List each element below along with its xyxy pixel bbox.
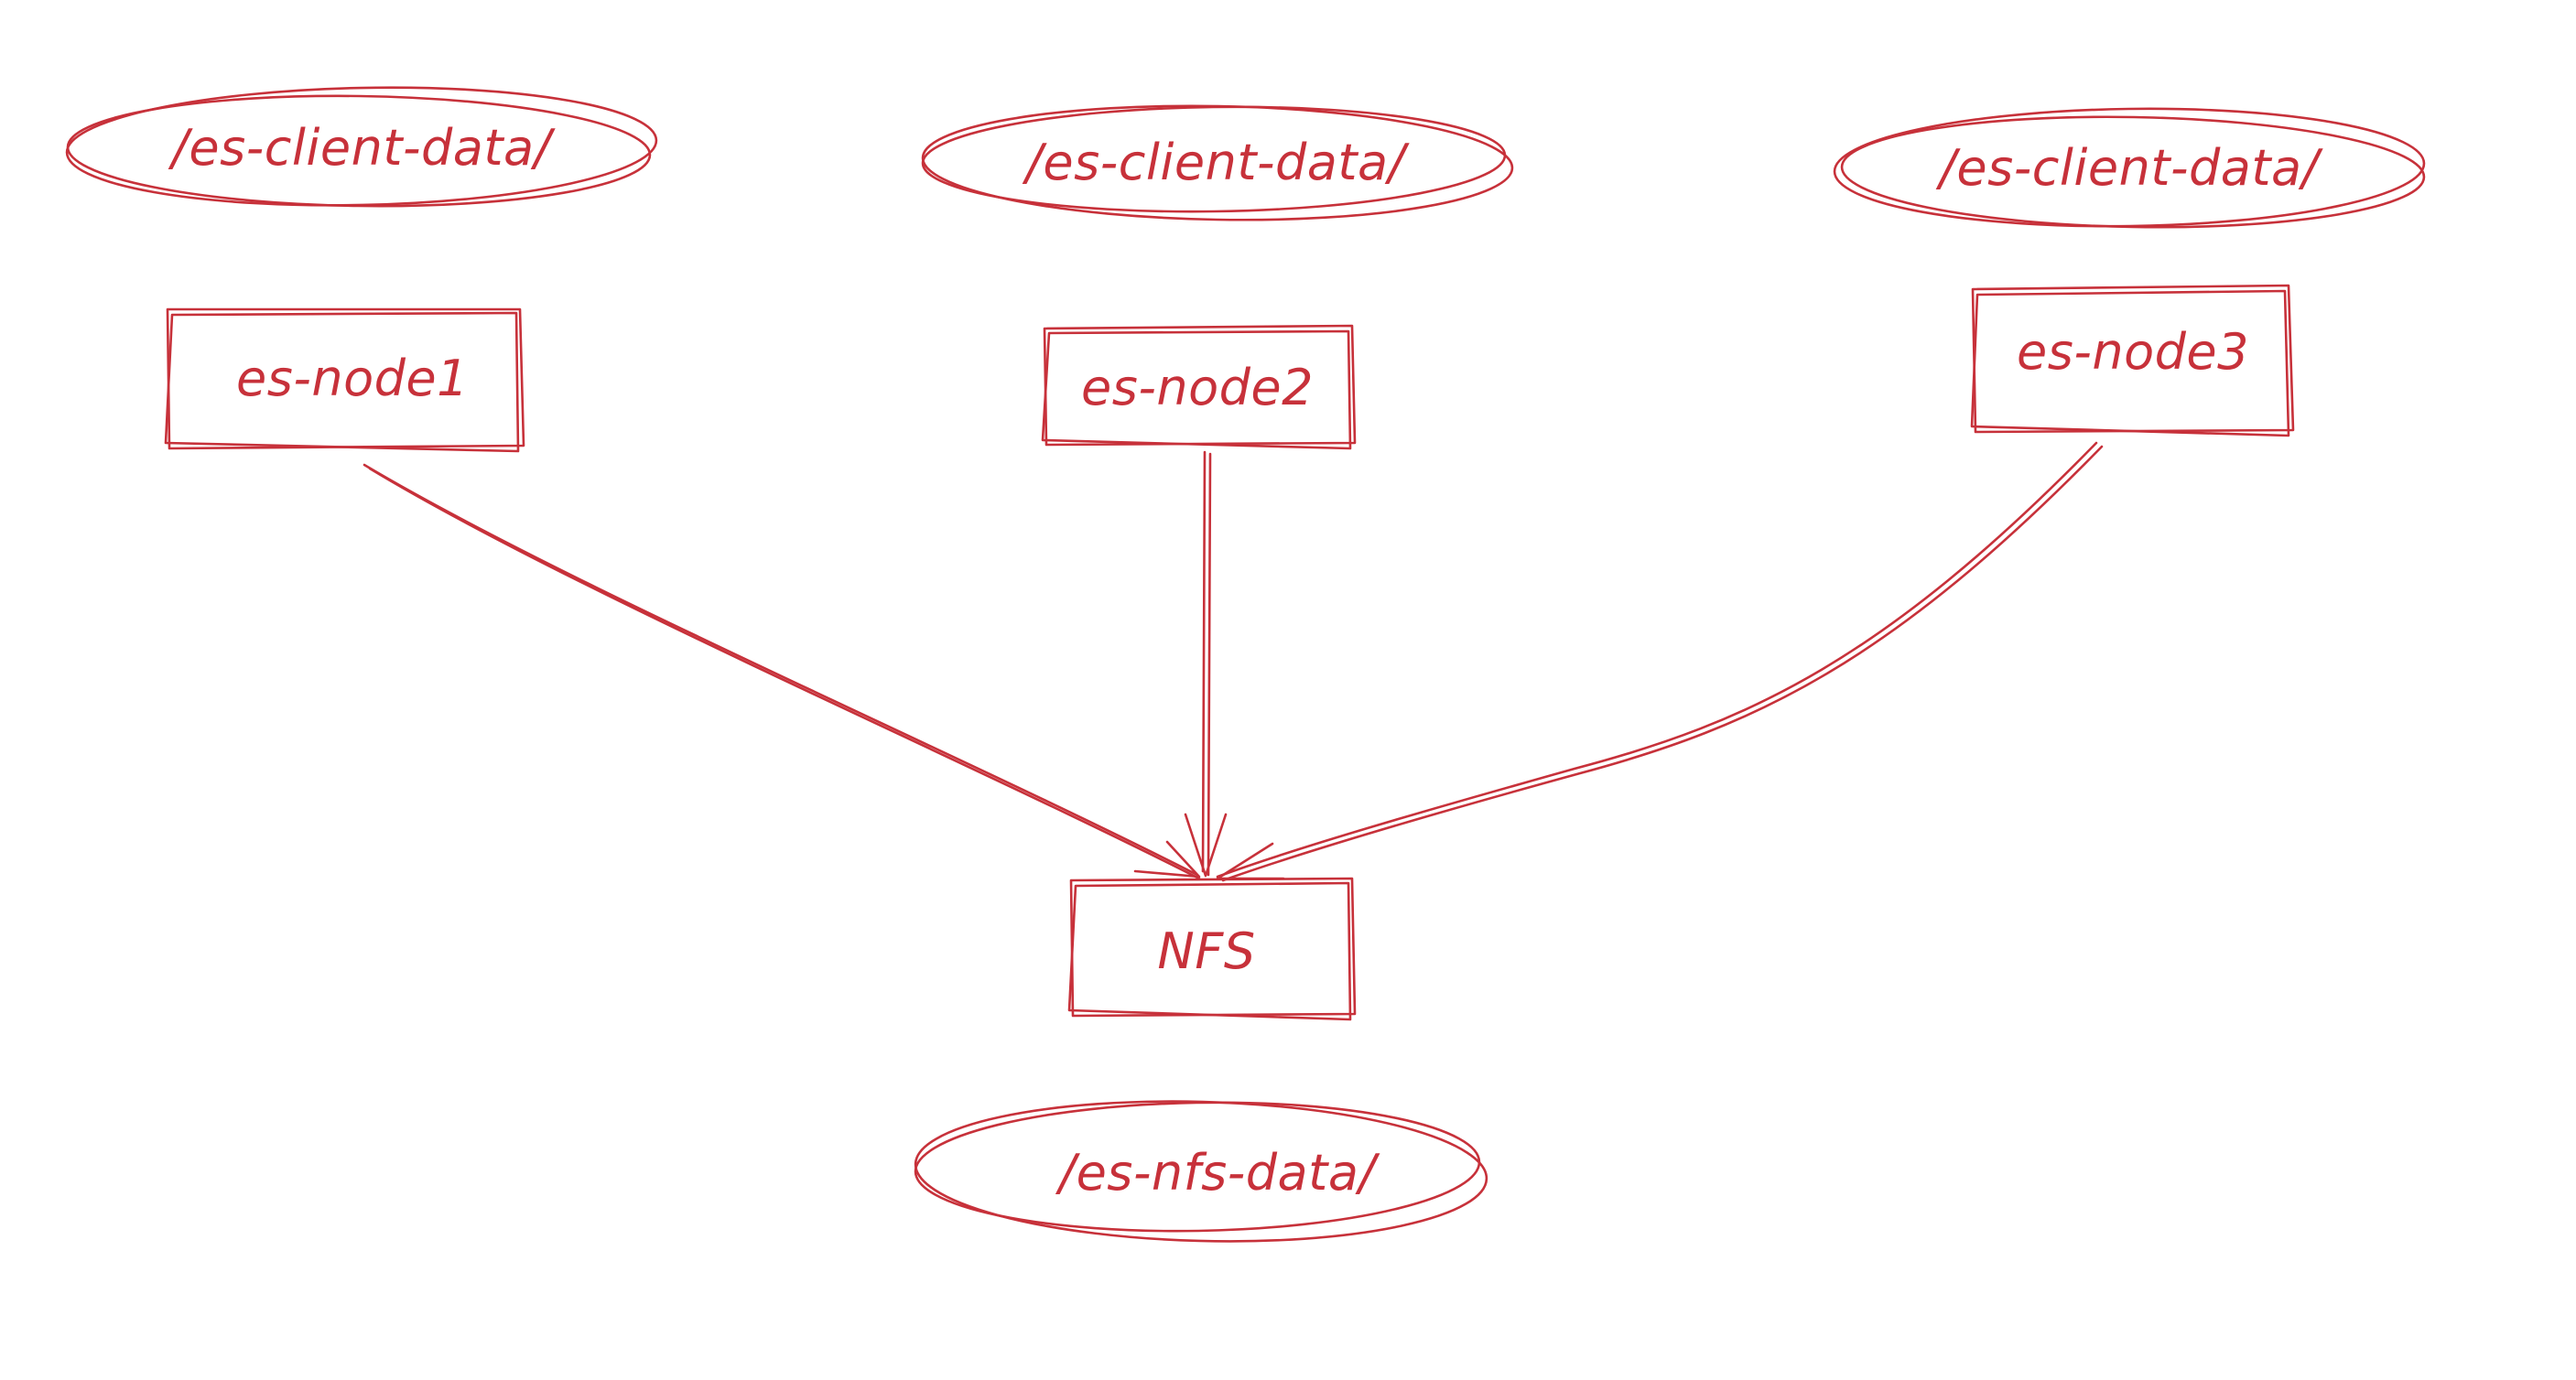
node-label-es-node2: es-node2 xyxy=(1081,359,1314,416)
node-box-es-node1[interactable]: es-node1 xyxy=(164,307,525,453)
arrow-node3-to-nfs xyxy=(1216,441,2104,882)
path-label-node2: /es-client-data/ xyxy=(1023,134,1411,191)
arrow-node2-to-nfs xyxy=(1184,450,1228,878)
path-ellipse-node2[interactable]: /es-client-data/ xyxy=(921,101,1514,224)
node-label-es-node3: es-node3 xyxy=(2017,323,2249,381)
path-ellipse-node3[interactable]: /es-client-data/ xyxy=(1833,105,2426,232)
path-ellipse-nfs[interactable]: /es-nfs-data/ xyxy=(914,1094,1488,1248)
path-label-node1: /es-client-data/ xyxy=(168,119,557,177)
node-box-nfs[interactable]: NFS xyxy=(1067,877,1357,1021)
arrow-node1-to-nfs xyxy=(363,463,1201,880)
path-label-node3: /es-client-data/ xyxy=(1936,139,2324,197)
node-label-es-node1: es-node1 xyxy=(236,350,469,407)
path-label-nfs: /es-nfs-data/ xyxy=(1055,1144,1381,1202)
node-box-es-node3[interactable]: es-node3 xyxy=(1970,284,2295,437)
node-label-nfs: NFS xyxy=(1157,922,1255,980)
node-box-es-node2[interactable]: es-node2 xyxy=(1041,324,1357,450)
path-ellipse-node1[interactable]: /es-client-data/ xyxy=(65,81,658,210)
